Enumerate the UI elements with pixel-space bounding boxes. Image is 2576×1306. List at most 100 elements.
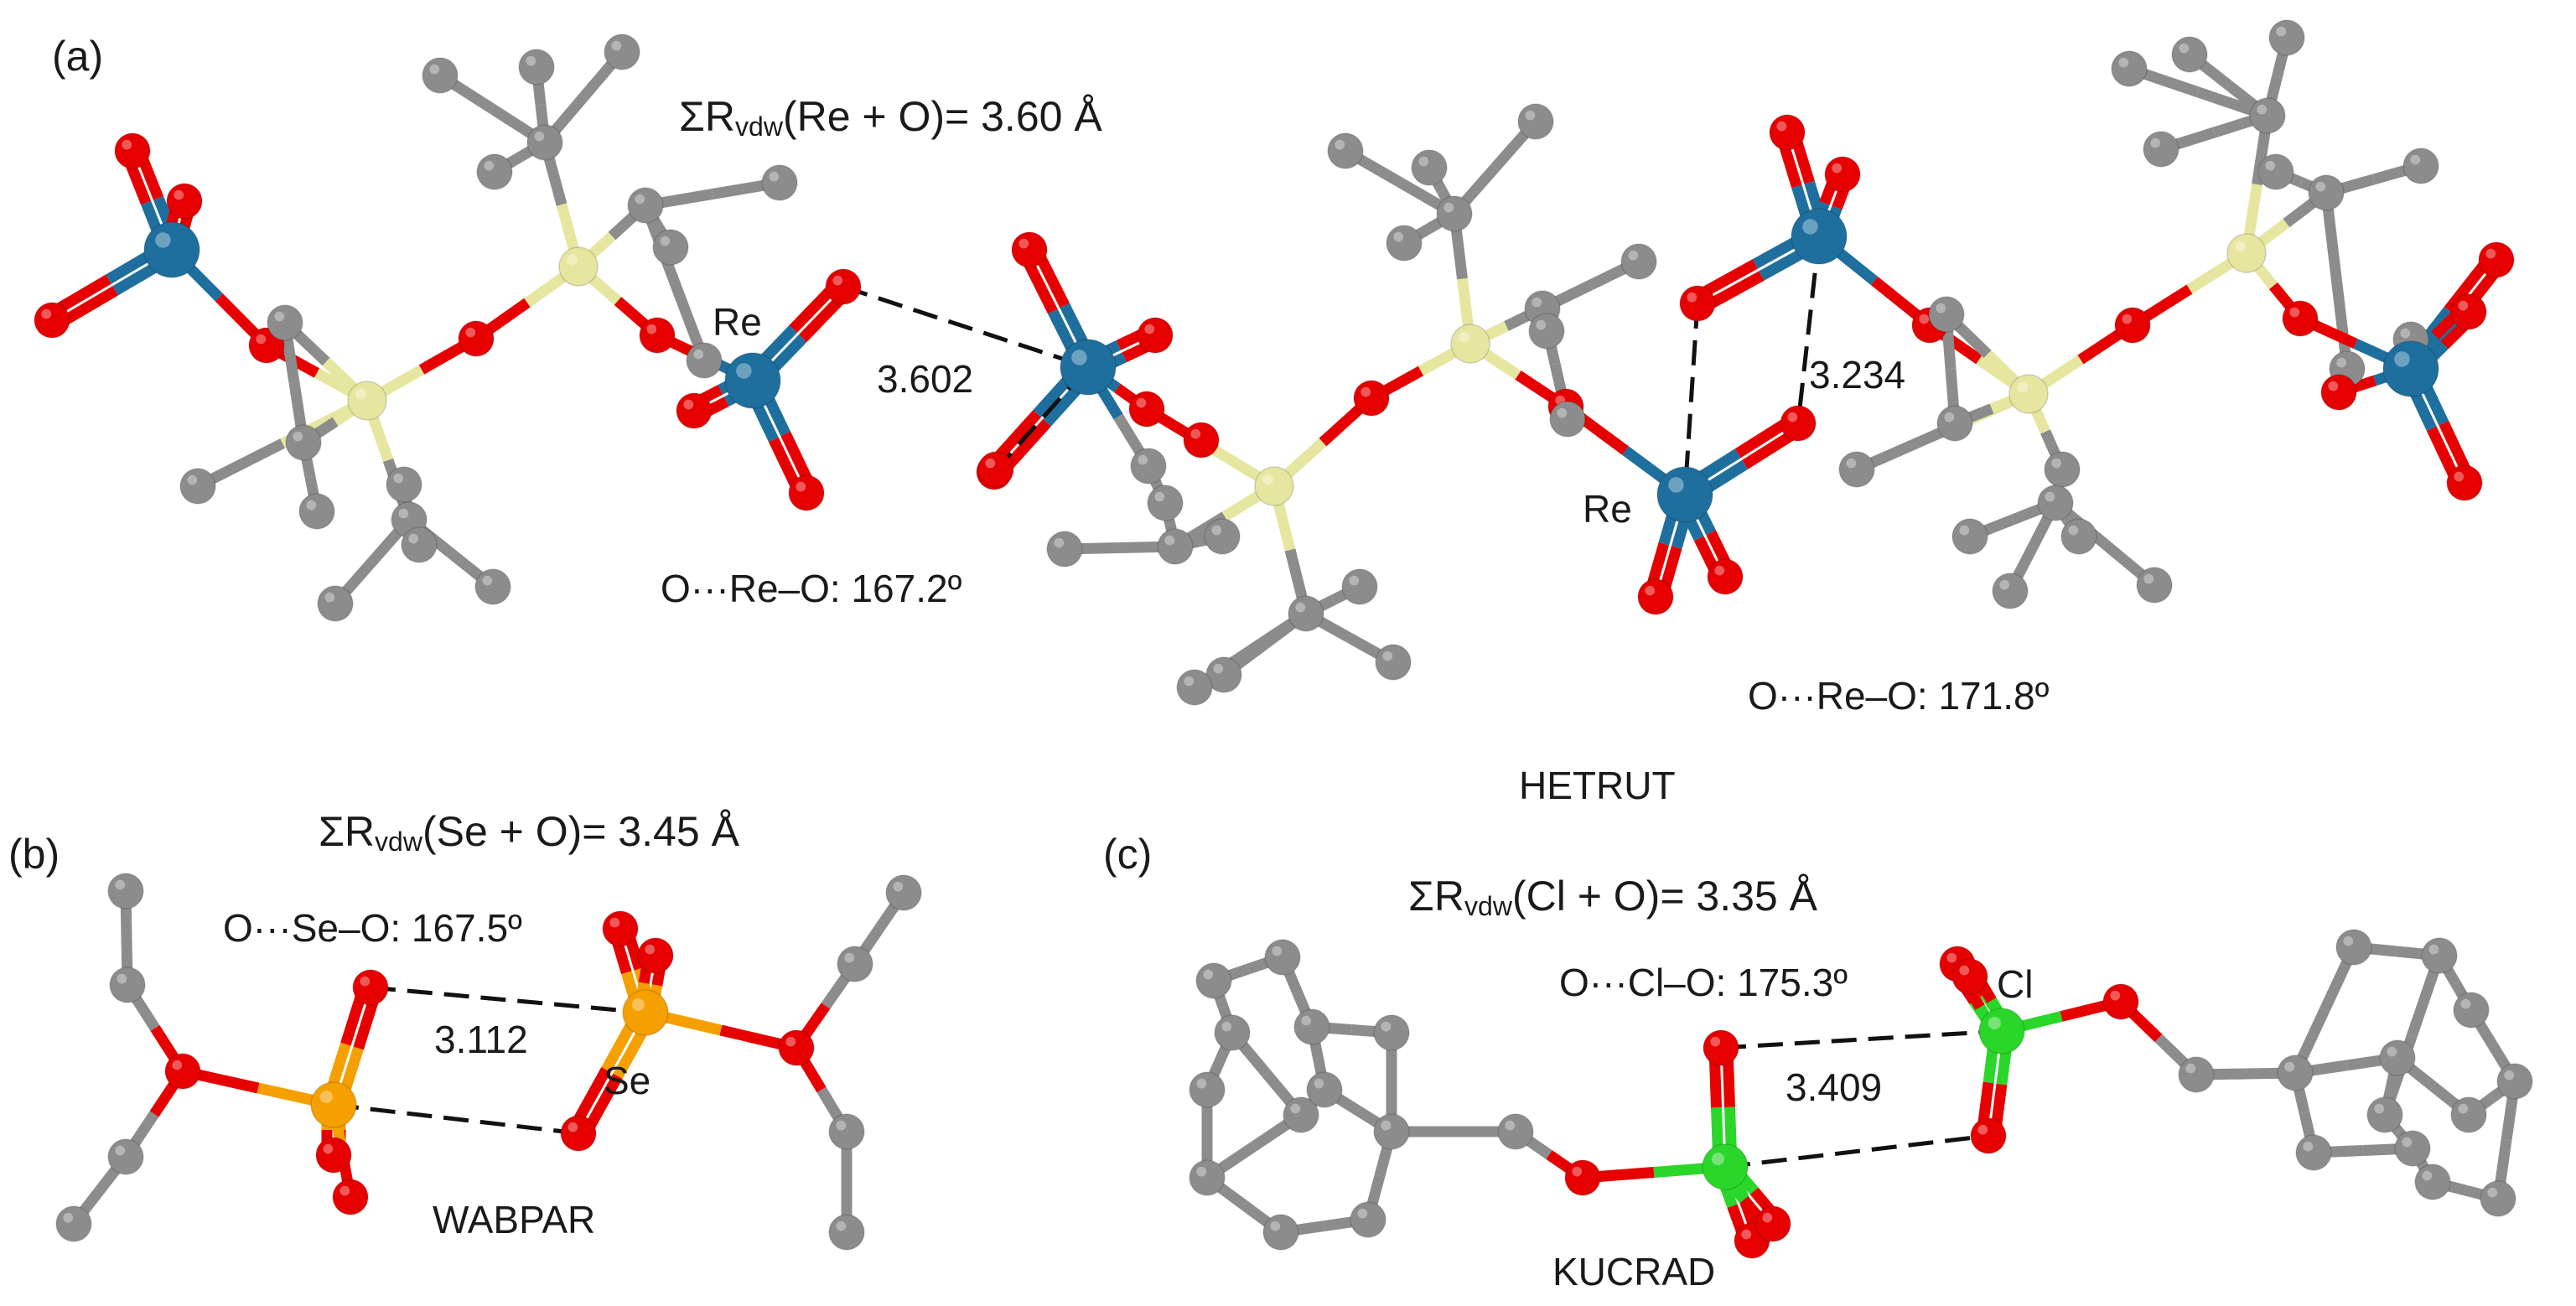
panel-b-refcode: WABPAR (433, 1198, 596, 1241)
oxygen-atom (2478, 241, 2515, 278)
carbon-atom (1928, 296, 1965, 333)
atom-highlight (63, 1212, 74, 1223)
oxygen-atom (1970, 1117, 2007, 1154)
atom-highlight (2122, 314, 2133, 324)
carbon-atom (285, 424, 322, 461)
atom-highlight (1071, 350, 1087, 365)
carbon-atom (1992, 573, 2029, 609)
panel-a-angle-right: O···Re–O: 171.8º (1748, 674, 2050, 718)
atom-highlight (1687, 292, 1697, 303)
vdw-subscript: vdw (735, 111, 783, 142)
carbon-atom (761, 164, 798, 201)
atom-highlight (1787, 412, 1798, 422)
atom-highlight (256, 334, 267, 345)
atom-highlight (1443, 202, 1454, 213)
carbon-atom (2111, 50, 2148, 87)
carbon-atom (1373, 1113, 1410, 1150)
atom-highlight (2400, 328, 2411, 339)
atom-highlight (1018, 238, 1029, 249)
atom-highlight (2458, 1103, 2469, 1114)
carbon-atom (2379, 1039, 2416, 1076)
atom-highlight (2374, 1103, 2385, 1114)
panel-b-atom-label-se: Se (604, 1059, 651, 1102)
atom-highlight (693, 349, 704, 360)
atom-highlight (2504, 1070, 2515, 1081)
atom-highlight (393, 473, 404, 484)
atom-highlight (2336, 357, 2347, 368)
atom-highlight (2487, 1187, 2498, 1198)
oxygen-atom (676, 392, 713, 429)
carbon-atom (317, 585, 354, 622)
atom-highlight (2143, 573, 2154, 584)
vdw-sum-text: (Re + O)= 3.60 Å (782, 93, 1102, 140)
panel-b-vdw-sum: ΣRvdw(Se + O)= 3.45 Å (319, 807, 739, 858)
carbon-atom (885, 874, 922, 911)
rhenium-atom (1791, 208, 1848, 265)
atom-highlight (1919, 314, 1930, 324)
atom-highlight (1164, 535, 1175, 546)
carbon-atom (401, 526, 438, 563)
carbon-atom (2268, 19, 2305, 56)
carbon-atom (179, 468, 216, 505)
carbon-atom (107, 873, 144, 910)
oxygen-atom (2282, 300, 2319, 337)
atom-highlight (2458, 300, 2469, 311)
atom-highlight (1572, 1166, 1583, 1177)
atom-highlight (1536, 319, 1547, 330)
carbon-atom (2453, 992, 2490, 1029)
atom-highlight (117, 973, 127, 984)
carbon-atom (652, 229, 689, 266)
atom-highlight (324, 592, 335, 603)
carbon-atom (298, 493, 335, 530)
carbon-atom (386, 466, 422, 503)
silicon-atom (1450, 324, 1490, 364)
atom-highlight (1418, 156, 1429, 167)
panel-b-distance: 3.112 (434, 1018, 528, 1061)
atom-highlight (2017, 381, 2029, 393)
oxygen-atom (1564, 1159, 1601, 1196)
carbon-atom (1288, 595, 1324, 632)
atom-highlight (1357, 1208, 1368, 1219)
atom-highlight (1505, 1120, 1516, 1131)
panel-a-label: (a) (52, 33, 104, 80)
atom-highlight (660, 236, 671, 246)
panel-a-atom-label-re-left: Re (713, 300, 762, 344)
silicon-atom (347, 381, 387, 421)
atom-highlight (631, 998, 645, 1012)
atom-highlight (1295, 602, 1306, 613)
carbon-atom (1214, 1014, 1251, 1051)
atom-highlight (1382, 650, 1393, 661)
atom-highlight (115, 879, 126, 890)
oxygen-atom (1137, 317, 1174, 354)
contact-line (1720, 1029, 2003, 1050)
atom-highlight (1381, 1021, 1392, 1032)
atom-highlight (293, 431, 303, 442)
carbon-atom (1620, 243, 1657, 280)
atom-highlight (360, 976, 371, 987)
carbon-atom (2178, 1056, 2215, 1093)
atom-highlight (2284, 1061, 2295, 1072)
atom-highlight (2235, 241, 2247, 252)
atom-highlight (785, 1036, 796, 1047)
carbon-atom (2450, 1096, 2487, 1133)
oxygen-atom (2102, 983, 2139, 1020)
vdw-subscript: vdw (1464, 891, 1512, 921)
carbon-atom (1189, 1071, 1226, 1108)
atom-highlight (1459, 331, 1470, 343)
vdw-sum-symbol: ΣR (1408, 873, 1465, 920)
vdw-sum-symbol: ΣR (319, 808, 376, 855)
panel-a-distance-left: 3.602 (877, 357, 974, 401)
carbon-atom (1936, 405, 1973, 442)
carbon-atom (474, 568, 511, 605)
atom-highlight (115, 1145, 126, 1156)
atom-highlight (736, 363, 752, 379)
atom-highlight (2257, 104, 2268, 115)
atom-highlight (1190, 428, 1201, 439)
carbon-atom (267, 304, 303, 341)
atom-highlight (1203, 969, 1214, 980)
atom-highlight (1213, 663, 1224, 674)
carbon-atom (2060, 518, 2097, 555)
oxygen-atom (560, 1115, 597, 1152)
atom-highlight (796, 481, 806, 492)
atom-highlight (2068, 525, 2079, 536)
